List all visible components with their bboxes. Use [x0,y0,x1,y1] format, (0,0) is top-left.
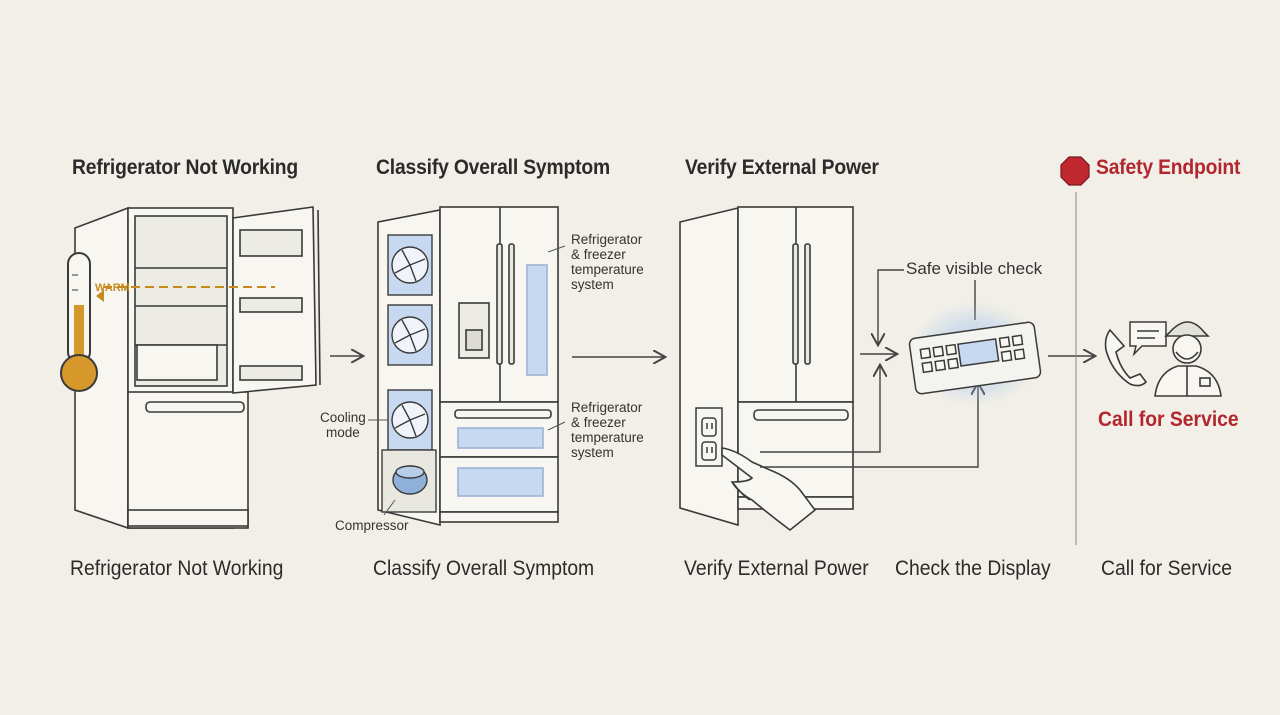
call-for-service-label: Call for Service [1098,408,1239,431]
step2-caption: Classify Overall Symptom [373,557,595,580]
compressor-label: Compressor [335,518,409,533]
stop-sign-icon [1060,156,1090,186]
phone-icon [1104,328,1148,387]
open-fridge-illustration [74,206,321,530]
step3-caption: Verify External Power [684,557,869,580]
step2-title: Classify Overall Symptom [376,156,610,179]
step4-caption: Check the Display [895,557,1051,580]
warm-label: WARM [95,282,130,294]
warm-arrow-icon [96,290,104,302]
compressor-icon [381,449,437,513]
display-panel-icon [908,321,1042,395]
step1-caption: Refrigerator Not Working [70,557,284,580]
safe-visible-check-label: Safe visible check [906,259,1043,278]
fan-icon [387,234,433,451]
thermometer-icon [60,252,98,392]
technician-icon [1154,321,1222,397]
safety-endpoint-title: Safety Endpoint [1096,156,1241,179]
temp-system-lower-label: Refrigerator & freezer temperature syste… [571,400,644,460]
chat-bubble-icon [1129,321,1167,357]
cooling-mode-label: Cooling mode [320,410,366,440]
closed-fridge-illustration [679,206,854,527]
step1-title: Refrigerator Not Working [72,156,299,179]
step5-caption: Call for Service [1101,557,1232,580]
step3-title: Verify External Power [685,156,879,179]
temp-system-upper-label: Refrigerator & freezer temperature syste… [571,232,644,292]
outlet-icon [695,407,723,467]
